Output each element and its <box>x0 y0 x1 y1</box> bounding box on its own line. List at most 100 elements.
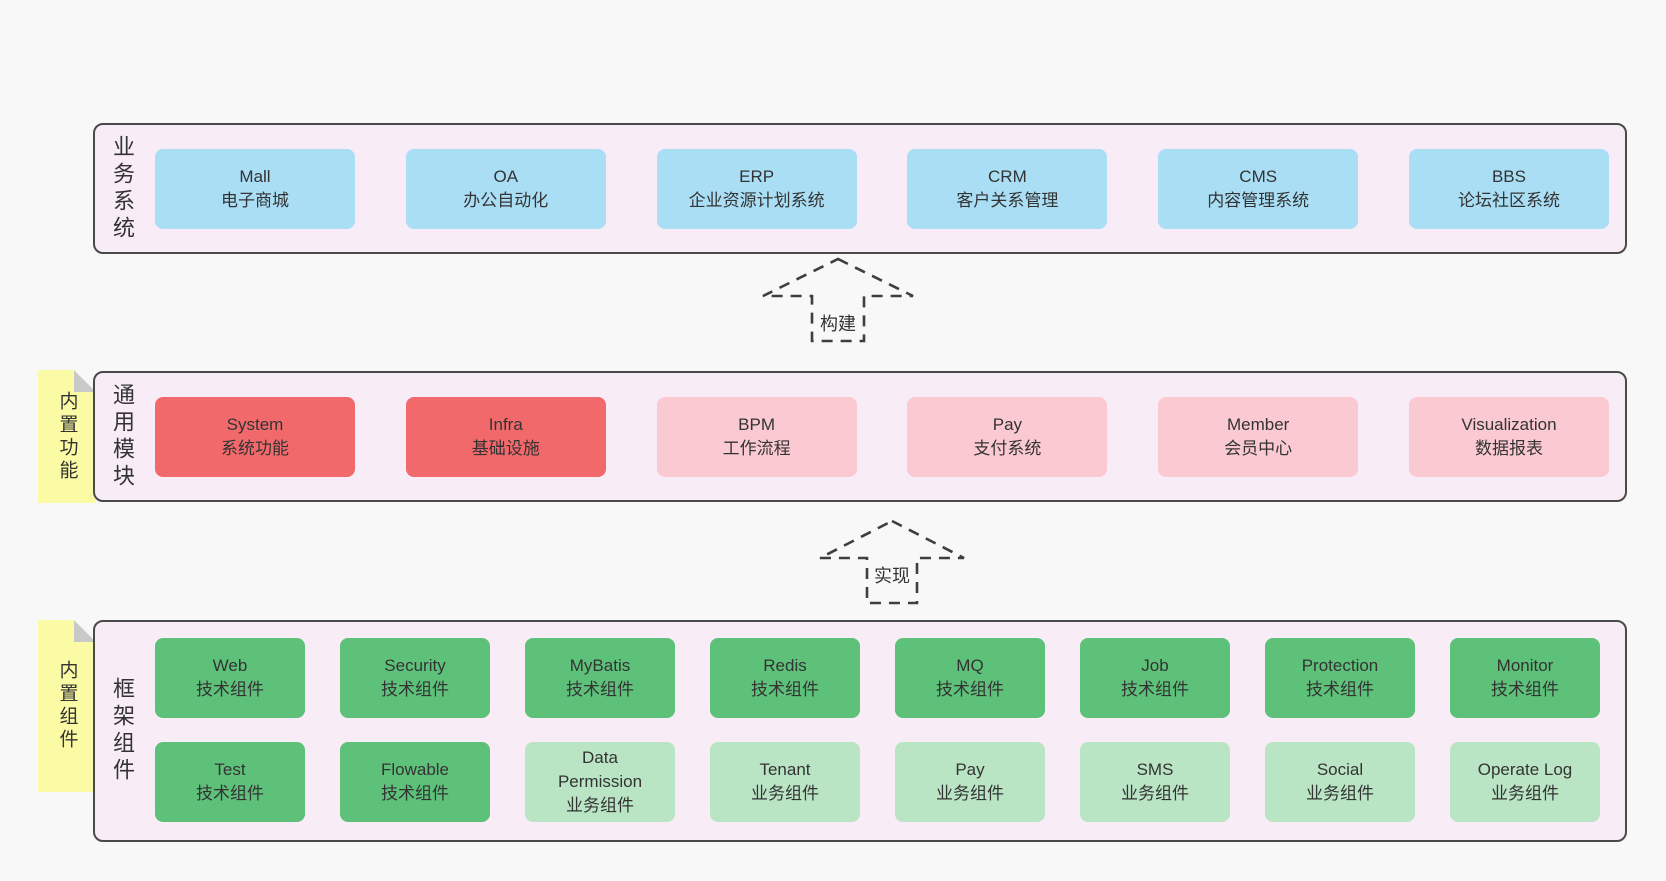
box-title: CMS <box>1239 166 1278 186</box>
box-title: Web <box>212 655 248 675</box>
box-protection: Protection 技术组件 <box>1265 638 1415 718</box>
box-subtitle: 电子商城 <box>221 191 289 210</box>
box-redis: Redis 技术组件 <box>710 638 860 718</box>
box-flowable: Flowable 技术组件 <box>340 742 490 822</box>
box-title: Monitor <box>1496 655 1554 675</box>
box-title: Pay <box>992 414 1023 434</box>
components-row-2: Test 技术组件 Flowable 技术组件 Data Permission … <box>155 742 1600 822</box>
box-title: ERP <box>739 166 775 186</box>
box-title: Member <box>1227 414 1290 434</box>
box-subtitle: 业务组件 <box>751 784 819 803</box>
box-subtitle: 技术组件 <box>751 680 819 699</box>
box-security: Security 技术组件 <box>340 638 490 718</box>
box-subtitle: 业务组件 <box>566 796 634 816</box>
box-mq: MQ 技术组件 <box>895 638 1045 718</box>
box-mybatis: MyBatis 技术组件 <box>525 638 675 718</box>
box-data-permission: Data Permission 业务组件 <box>525 742 675 822</box>
box-title: System <box>226 414 284 434</box>
box-mall: Mall 电子商城 <box>155 149 355 229</box>
box-title: Flowable <box>380 759 450 779</box>
box-infra: Infra 基础设施 <box>405 397 606 477</box>
box-monitor: Monitor 技术组件 <box>1450 638 1600 718</box>
box-sms: SMS 业务组件 <box>1080 742 1230 822</box>
box-title: Job <box>1141 655 1169 675</box>
builtin-functions-note-label: 内置功能 <box>56 390 78 483</box>
box-subtitle: 技术组件 <box>1121 680 1189 699</box>
box-title: BBS <box>1491 166 1526 186</box>
components-row-1: Web 技术组件 Security 技术组件 MyBatis 技术组件 Redi… <box>155 638 1600 718</box>
box-title: Visualization <box>1461 414 1557 434</box>
box-bbs: BBS 论坛社区系统 <box>1408 149 1609 229</box>
box-subtitle: 支付系统 <box>973 439 1042 458</box>
modules-boxes-row: System 系统功能 Infra 基础设施 BPM 工作流程 Pay 支付系统… <box>155 397 1609 477</box>
box-subtitle: 基础设施 <box>471 439 540 458</box>
box-subtitle: 数据报表 <box>1474 439 1543 458</box>
build-arrow-label: 构建 <box>817 310 859 336</box>
box-system: System 系统功能 <box>155 397 355 477</box>
business-boxes-row: Mall 电子商城 OA 办公自动化 ERP 企业资源计划系统 CRM 客户关系… <box>155 149 1609 229</box>
box-subtitle: 会员中心 <box>1224 439 1293 458</box>
box-title: Protection <box>1301 655 1379 675</box>
box-web: Web 技术组件 <box>155 638 305 718</box>
box-title: BPM <box>738 414 776 434</box>
box-subtitle: 业务组件 <box>1306 784 1374 803</box>
box-visualization: Visualization 数据报表 <box>1408 397 1609 477</box>
box-subtitle: 技术组件 <box>196 680 264 699</box>
box-tenant: Tenant 业务组件 <box>710 742 860 822</box>
box-crm: CRM 客户关系管理 <box>907 149 1108 229</box>
box-operate-log: Operate Log 业务组件 <box>1450 742 1600 822</box>
box-subtitle: 技术组件 <box>566 680 634 699</box>
box-title: Operate Log <box>1477 759 1573 779</box>
box-pay-module: Pay 支付系统 <box>907 397 1108 477</box>
components-layer-label: 框架组件 <box>110 677 135 785</box>
box-subtitle: 技术组件 <box>936 680 1004 699</box>
box-oa: OA 办公自动化 <box>405 149 606 229</box>
box-subtitle: 技术组件 <box>1491 680 1559 699</box>
builtin-components-note: 内置组件 <box>38 620 96 792</box>
box-subtitle: 办公自动化 <box>463 191 549 210</box>
box-title: MQ <box>956 655 984 675</box>
box-subtitle: 技术组件 <box>381 680 449 699</box>
modules-layer-label: 通用模块 <box>110 382 135 491</box>
box-test: Test 技术组件 <box>155 742 305 822</box>
business-systems-layer: 业务系统 Mall 电子商城 OA 办公自动化 ERP 企业资源计划系统 CRM… <box>93 123 1627 254</box>
builtin-functions-note: 内置功能 <box>38 370 96 503</box>
box-subtitle: 系统功能 <box>221 439 289 458</box>
box-erp: ERP 企业资源计划系统 <box>656 149 857 229</box>
box-title: Tenant <box>759 759 811 779</box>
box-subtitle: 客户关系管理 <box>956 191 1059 210</box>
box-title: MyBatis <box>569 655 631 675</box>
box-subtitle: 业务组件 <box>1491 784 1559 803</box>
box-title: OA <box>493 166 519 186</box>
box-job: Job 技术组件 <box>1080 638 1230 718</box>
box-title: CRM <box>988 166 1027 186</box>
box-title: SMS <box>1136 759 1174 779</box>
box-title: Data Permission <box>557 747 643 791</box>
up-arrow-icon <box>819 519 965 605</box>
box-pay-component: Pay 业务组件 <box>895 742 1045 822</box>
build-arrow: 构建 <box>760 256 916 344</box>
box-social: Social 业务组件 <box>1265 742 1415 822</box>
box-subtitle: 业务组件 <box>1121 784 1189 803</box>
common-modules-layer: 通用模块 System 系统功能 Infra 基础设施 BPM 工作流程 Pay… <box>93 371 1627 502</box>
box-title: Pay <box>955 759 985 779</box>
business-layer-label: 业务系统 <box>110 134 135 243</box>
box-cms: CMS 内容管理系统 <box>1158 149 1359 229</box>
box-title: Social <box>1316 759 1364 779</box>
box-subtitle: 工作流程 <box>722 439 791 458</box>
box-subtitle: 内容管理系统 <box>1207 191 1310 210</box>
implement-arrow: 实现 <box>817 518 967 606</box>
box-subtitle: 业务组件 <box>936 784 1004 803</box>
box-subtitle: 论坛社区系统 <box>1457 191 1560 210</box>
box-bpm: BPM 工作流程 <box>656 397 857 477</box>
box-title: Infra <box>488 414 523 434</box>
box-title: Redis <box>763 655 807 675</box>
box-subtitle: 技术组件 <box>381 784 449 803</box>
box-subtitle: 技术组件 <box>1306 680 1374 699</box>
box-title: Security <box>384 655 446 675</box>
box-title: Test <box>214 759 246 779</box>
box-subtitle: 技术组件 <box>196 784 264 803</box>
box-member: Member 会员中心 <box>1158 397 1359 477</box>
box-subtitle: 企业资源计划系统 <box>688 191 825 210</box>
